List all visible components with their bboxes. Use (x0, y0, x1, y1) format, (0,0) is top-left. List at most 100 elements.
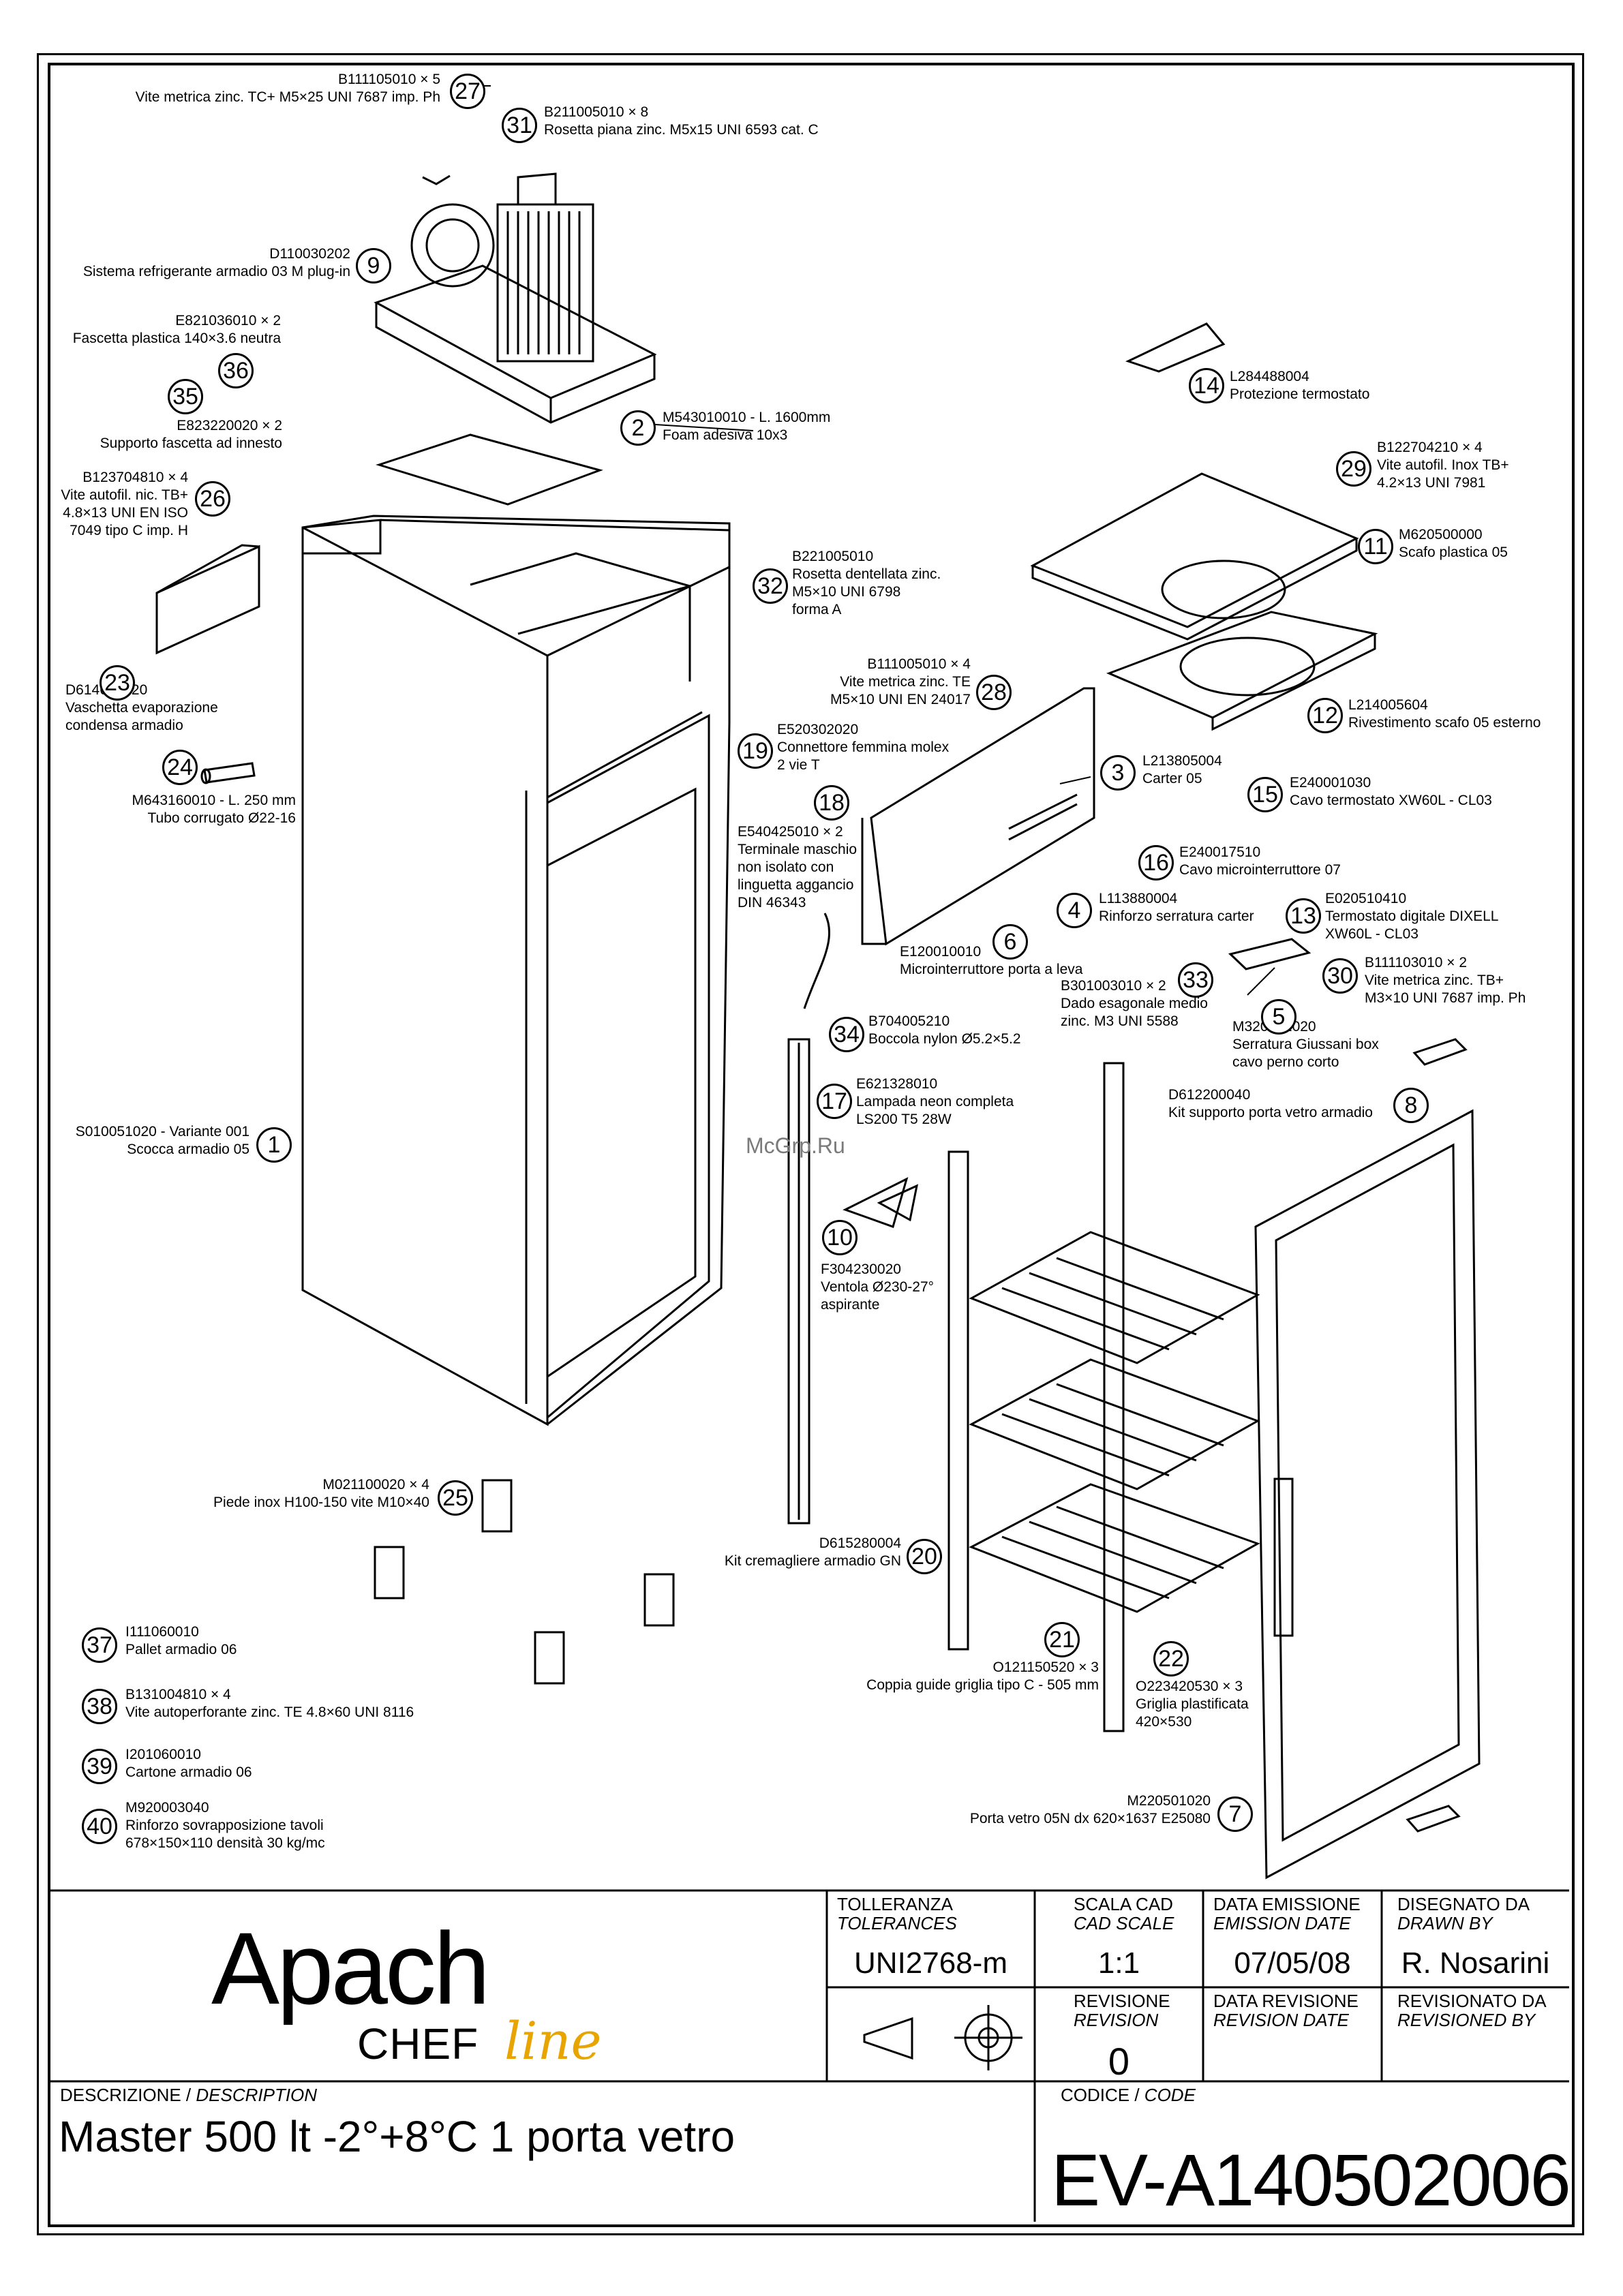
sheet-outer-border (37, 53, 1584, 2235)
callout-number-25: 25 (438, 1480, 473, 1516)
callout-number-19: 19 (738, 733, 773, 769)
callout-line: Termostato digitale DIXELL (1325, 908, 1499, 924)
drawing-code: EV-A140502006 (1051, 2139, 1571, 2221)
callout-number-7: 7 (1217, 1796, 1253, 1832)
callout-line: L213805004 (1142, 753, 1222, 769)
tolerance-caption-en: TOLERANCES (837, 1913, 957, 1933)
callout-label-33: B301003010 × 2 Dado esagonale medio zinc. … (1061, 977, 1208, 1030)
callout-number-30: 30 (1322, 958, 1358, 994)
wire-shelves (969, 1231, 1260, 1613)
callout-line: Microinterruttore porta a leva (900, 962, 1083, 977)
cabinet-feet (374, 1479, 675, 1685)
callout-number-39: 39 (82, 1749, 117, 1784)
callout-line: Rosetta piana zinc. M5x15 UNI 6593 cat. … (544, 122, 819, 138)
scale-value: 1:1 (1097, 1946, 1140, 1980)
door-support-top (1412, 1038, 1468, 1066)
emission-date-caption-en: EMISSION DATE (1213, 1913, 1351, 1933)
callout-line: B301003010 × 2 (1061, 978, 1166, 994)
brand-logo: Apach (211, 1911, 490, 2025)
callout-number-14: 14 (1189, 368, 1224, 403)
callout-line: Vite metrica zinc. TC+ M5×25 UNI 7687 im… (135, 89, 440, 105)
callout-line: 4.8×13 UNI EN ISO (63, 505, 188, 521)
callout-line: Coppia guide griglia tipo C - 505 mm (866, 1677, 1099, 1693)
callout-line: Griglia plastificata (1136, 1696, 1249, 1712)
callout-number-37: 37 (82, 1627, 117, 1663)
callout-line: linguetta aggancio (738, 877, 854, 893)
callout-number-36: 36 (218, 353, 254, 388)
callout-line: Rivestimento scafo 05 esterno (1348, 715, 1541, 731)
callout-number-29: 29 (1336, 451, 1371, 487)
description-value: Master 500 lt -2°+8°C 1 porta vetro (59, 2112, 735, 2161)
callout-line: Cavo microinterruttore 07 (1179, 862, 1341, 878)
callout-line: D615280004 (819, 1535, 901, 1551)
revision-caption-en: REVISION (1074, 2010, 1159, 2030)
callout-line: M620500000 (1399, 527, 1483, 542)
revised-by-caption-en: REVISIONED BY (1397, 2010, 1536, 2030)
callout-number-35: 35 (168, 379, 203, 414)
callout-line: D110030202 (269, 246, 350, 262)
cabinet-body (301, 515, 731, 1426)
title-block-lines (48, 1889, 1569, 2222)
callout-line: E240017510 (1179, 844, 1261, 860)
callout-line: B211005010 × 8 (544, 104, 649, 120)
callout-number-1: 1 (256, 1127, 292, 1163)
callout-line: M920003040 (125, 1800, 209, 1816)
callout-number-27: 27 (450, 74, 485, 109)
callout-number-6: 6 (992, 924, 1028, 960)
callout-line: S010051020 - Variante 001 (75, 1124, 249, 1139)
callout-line: B131004810 × 4 (125, 1687, 231, 1702)
scale-caption-en: CAD SCALE (1074, 1913, 1174, 1933)
callout-line: M643160010 - L. 250 mm (132, 793, 296, 808)
callout-label-31: B211005010 × 8 Rosetta piana zinc. M5x15 … (544, 104, 819, 139)
callout-line: Dado esagonale medio (1061, 996, 1208, 1011)
callout-line: Cartone armadio 06 (125, 1764, 252, 1780)
callout-number-26: 26 (195, 481, 230, 517)
callout-line: I201060010 (125, 1747, 201, 1762)
callout-line: B111103010 × 2 (1365, 955, 1468, 970)
foam-gasket (376, 433, 603, 506)
callout-number-22: 22 (1153, 1641, 1189, 1677)
callout-line: zinc. M3 UNI 5588 (1061, 1013, 1179, 1029)
emission-date-caption: DATA EMISSIONE (1213, 1894, 1361, 1914)
callout-number-4: 4 (1057, 893, 1092, 928)
callout-line: Protezione termostato (1230, 386, 1370, 402)
evaporation-tray (155, 544, 260, 655)
callout-line: aspirante (821, 1297, 880, 1313)
callout-label-22: O223420530 × 3 Griglia plastificata 420×53… (1136, 1678, 1249, 1731)
callout-number-13: 13 (1286, 898, 1321, 934)
callout-line: B123704810 × 4 (82, 470, 188, 485)
callout-line: Ventola Ø230-27° (821, 1279, 935, 1295)
sheet-inner-border (48, 63, 1575, 2227)
callout-number-28: 28 (976, 675, 1012, 710)
callout-number-3: 3 (1100, 755, 1136, 791)
callout-line: Sistema refrigerante armadio 03 M plug-i… (82, 264, 350, 279)
callout-number-16: 16 (1138, 845, 1174, 881)
callout-line: non isolato con (738, 859, 834, 875)
brand-logo-script: line (504, 2010, 602, 2071)
callout-line: 420×530 (1136, 1714, 1192, 1730)
callout-line: Vaschetta evaporazione (65, 700, 218, 716)
callout-line: XW60L - CL03 (1325, 926, 1419, 942)
callout-line: O223420530 × 3 (1136, 1679, 1243, 1694)
callout-line: M543010010 - L. 1600mm (663, 410, 831, 425)
callout-line: Scocca armadio 05 (127, 1142, 249, 1157)
